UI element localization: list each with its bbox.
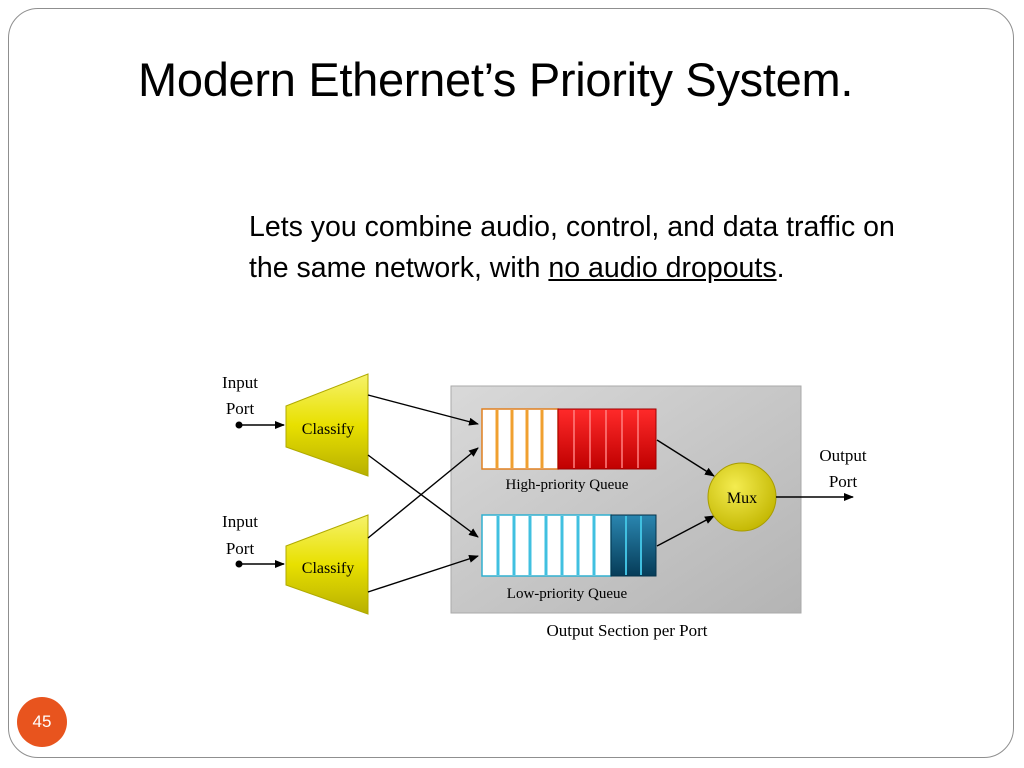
slide-frame xyxy=(8,8,1014,758)
body-text-part1: Lets you combine audio, control, and dat… xyxy=(249,211,895,284)
input-port-top-label-line1: Input xyxy=(222,373,258,392)
page-number-badge: 45 xyxy=(17,697,67,747)
slide-title: Modern Ethernet’s Priority System. xyxy=(138,53,854,106)
mux-label: Mux xyxy=(727,490,757,507)
route-arrow-top-to-high xyxy=(367,394,479,426)
high-queue-filled-region xyxy=(557,408,657,470)
output-port-label-line1: Output xyxy=(819,446,867,465)
classify-bottom-label: Classify xyxy=(302,560,354,577)
output-section-label: Output Section per Port xyxy=(546,621,707,640)
high-priority-queue xyxy=(481,408,657,470)
high-queue-to-mux-arrow xyxy=(656,439,715,477)
route-arrow-bottom-to-high xyxy=(367,447,479,539)
high-priority-queue-label: High-priority Queue xyxy=(506,477,629,493)
low-priority-queue-label: Low-priority Queue xyxy=(507,586,628,602)
output-port-label-line2: Port xyxy=(829,472,858,491)
low-queue-to-mux-arrow xyxy=(656,515,715,547)
classify-top-label: Classify xyxy=(302,421,354,438)
input-port-bottom-label-line2: Port xyxy=(226,539,255,558)
classify-top-block xyxy=(285,373,369,477)
high-queue-empty-region xyxy=(481,408,559,470)
classify-bottom-block xyxy=(285,514,369,615)
body-text-part2: . xyxy=(776,252,785,284)
route-arrow-top-to-low xyxy=(367,454,479,538)
input-port-top-label-line2: Port xyxy=(226,399,255,418)
input-port-bottom-label-line1: Input xyxy=(222,512,258,531)
route-arrow-bottom-to-low xyxy=(367,554,479,593)
body-text-underlined: no audio dropouts xyxy=(548,252,777,284)
slide-body-text: Lets you combine audio, control, and dat… xyxy=(249,207,909,289)
low-queue-filled-region xyxy=(610,514,657,577)
low-priority-queue xyxy=(481,514,657,577)
